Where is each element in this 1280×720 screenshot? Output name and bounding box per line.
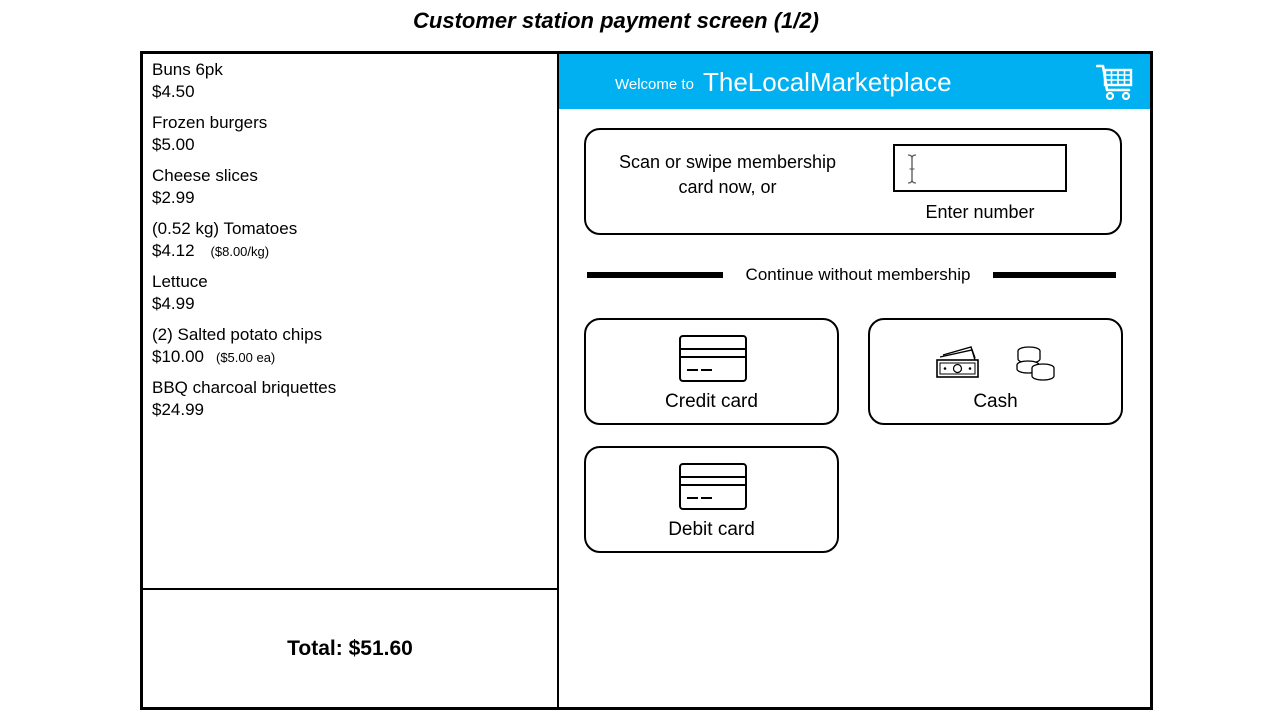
kiosk-screen: Buns 6pk $4.50 Frozen burgers $5.00 Chee… bbox=[140, 51, 1153, 710]
membership-box: Scan or swipe membership card now, or En… bbox=[584, 128, 1122, 235]
debit-card-label: Debit card bbox=[668, 519, 755, 540]
item-name: Cheese slices bbox=[152, 166, 258, 185]
payment-panel: Welcome to TheLocalMarketplace Scan or s… bbox=[559, 54, 1150, 707]
item-name: (0.52 kg) Tomatoes bbox=[152, 219, 298, 238]
item-name: Frozen burgers bbox=[152, 113, 268, 132]
item-price: $4.12 bbox=[152, 241, 195, 260]
item-price: $24.99 bbox=[152, 400, 204, 419]
cash-label: Cash bbox=[973, 391, 1018, 412]
continue-divider: Continue without membership bbox=[587, 260, 1117, 290]
continue-without-membership: Continue without membership bbox=[745, 265, 971, 284]
credit-card-button[interactable]: Credit card bbox=[584, 318, 839, 425]
list-item: Frozen burgers $5.00 bbox=[152, 112, 552, 165]
cash-button[interactable]: Cash bbox=[868, 318, 1123, 425]
list-item: Lettuce $4.99 bbox=[152, 271, 552, 324]
list-item: BBQ charcoal briquettes $24.99 bbox=[152, 377, 552, 430]
divider-bar-right bbox=[993, 272, 1116, 278]
item-name: (2) Salted potato chips bbox=[152, 325, 323, 344]
shopping-cart-icon bbox=[1096, 64, 1133, 101]
list-item: (2) Salted potato chips $10.00 ($5.00 ea… bbox=[152, 324, 552, 377]
page-title: Customer station payment screen (1/2) bbox=[413, 8, 819, 33]
credit-card-icon bbox=[679, 335, 747, 382]
item-price: $5.00 bbox=[152, 135, 195, 154]
item-price: $2.99 bbox=[152, 188, 195, 207]
membership-number-input[interactable] bbox=[893, 144, 1067, 192]
item-unit-price: ($8.00/kg) bbox=[210, 244, 270, 259]
item-name: Lettuce bbox=[152, 272, 208, 291]
item-name: Buns 6pk bbox=[152, 60, 223, 79]
enter-number-label: Enter number bbox=[925, 202, 1035, 222]
store-banner: Welcome to TheLocalMarketplace bbox=[559, 54, 1150, 109]
total-label: Total: $51.60 bbox=[287, 636, 413, 660]
item-price: $4.99 bbox=[152, 294, 195, 313]
list-item: Cheese slices $2.99 bbox=[152, 165, 552, 218]
item-list: Buns 6pk $4.50 Frozen burgers $5.00 Chee… bbox=[152, 59, 552, 430]
store-name: TheLocalMarketplace bbox=[703, 67, 952, 97]
item-name: BBQ charcoal briquettes bbox=[152, 378, 337, 397]
item-unit-price: ($5.00 ea) bbox=[216, 350, 276, 365]
item-price: $4.50 bbox=[152, 82, 195, 101]
text-cursor-icon bbox=[907, 154, 917, 184]
membership-prompt: Scan or swipe membership card now, or bbox=[618, 152, 837, 197]
item-price: $10.00 bbox=[152, 347, 204, 366]
list-item: (0.52 kg) Tomatoes $4.12 ($8.00/kg) bbox=[152, 218, 552, 271]
debit-card-icon bbox=[679, 463, 747, 510]
total-box: Total: $51.60 bbox=[143, 588, 557, 707]
list-item: Buns 6pk $4.50 bbox=[152, 59, 552, 112]
coins-icon bbox=[1016, 346, 1055, 381]
welcome-text: Welcome to bbox=[615, 76, 694, 93]
credit-card-label: Credit card bbox=[665, 391, 758, 412]
receipt-panel: Buns 6pk $4.50 Frozen burgers $5.00 Chee… bbox=[143, 54, 559, 707]
divider-bar-left bbox=[587, 272, 723, 278]
cash-bill-icon bbox=[936, 346, 979, 378]
debit-card-button[interactable]: Debit card bbox=[584, 446, 839, 553]
